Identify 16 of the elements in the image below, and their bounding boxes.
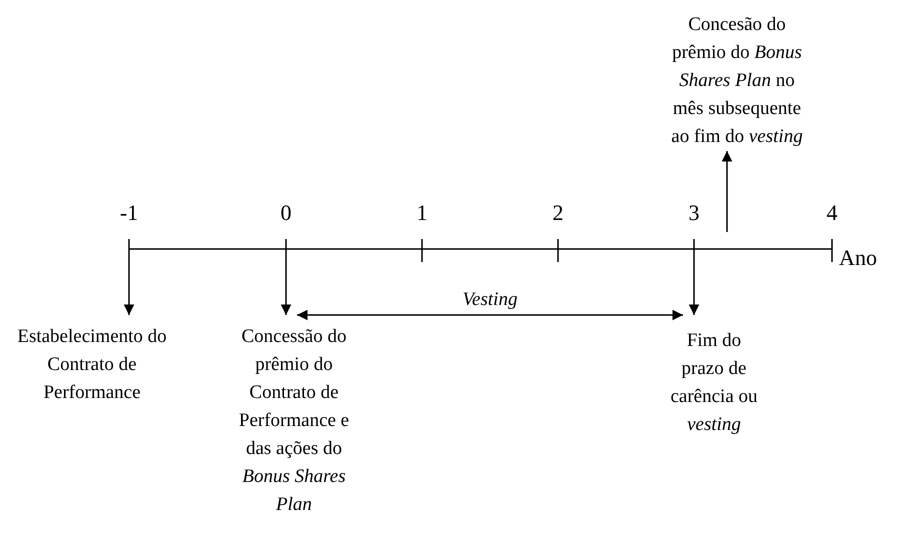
tick-label: 0: [280, 201, 292, 225]
tick-label: 3: [688, 201, 700, 225]
tick-label: 1: [416, 201, 428, 225]
tick-label: 4: [826, 201, 838, 225]
event-text: Concesão do prêmio do Bonus Shares Plan no mês subsequente ao fim do vesting: [662, 11, 812, 151]
event-text: Concessão do prêmio do Contrato de Performance e das ações do Bonus Shares Plan: [233, 315, 355, 519]
event-text: Estabelecimento do Contrato de Performance: [14, 315, 170, 407]
event-text: Fim do prazo de carência ou vesting: [665, 315, 763, 439]
tick-label: 2: [552, 201, 564, 225]
span-arrow: [297, 310, 683, 320]
axis-label: Ano: [839, 246, 877, 270]
arrow: [688, 262, 700, 315]
arrow: [280, 262, 292, 315]
tick-label: -1: [120, 201, 138, 225]
arrow: [722, 151, 732, 232]
arrow: [124, 262, 134, 315]
